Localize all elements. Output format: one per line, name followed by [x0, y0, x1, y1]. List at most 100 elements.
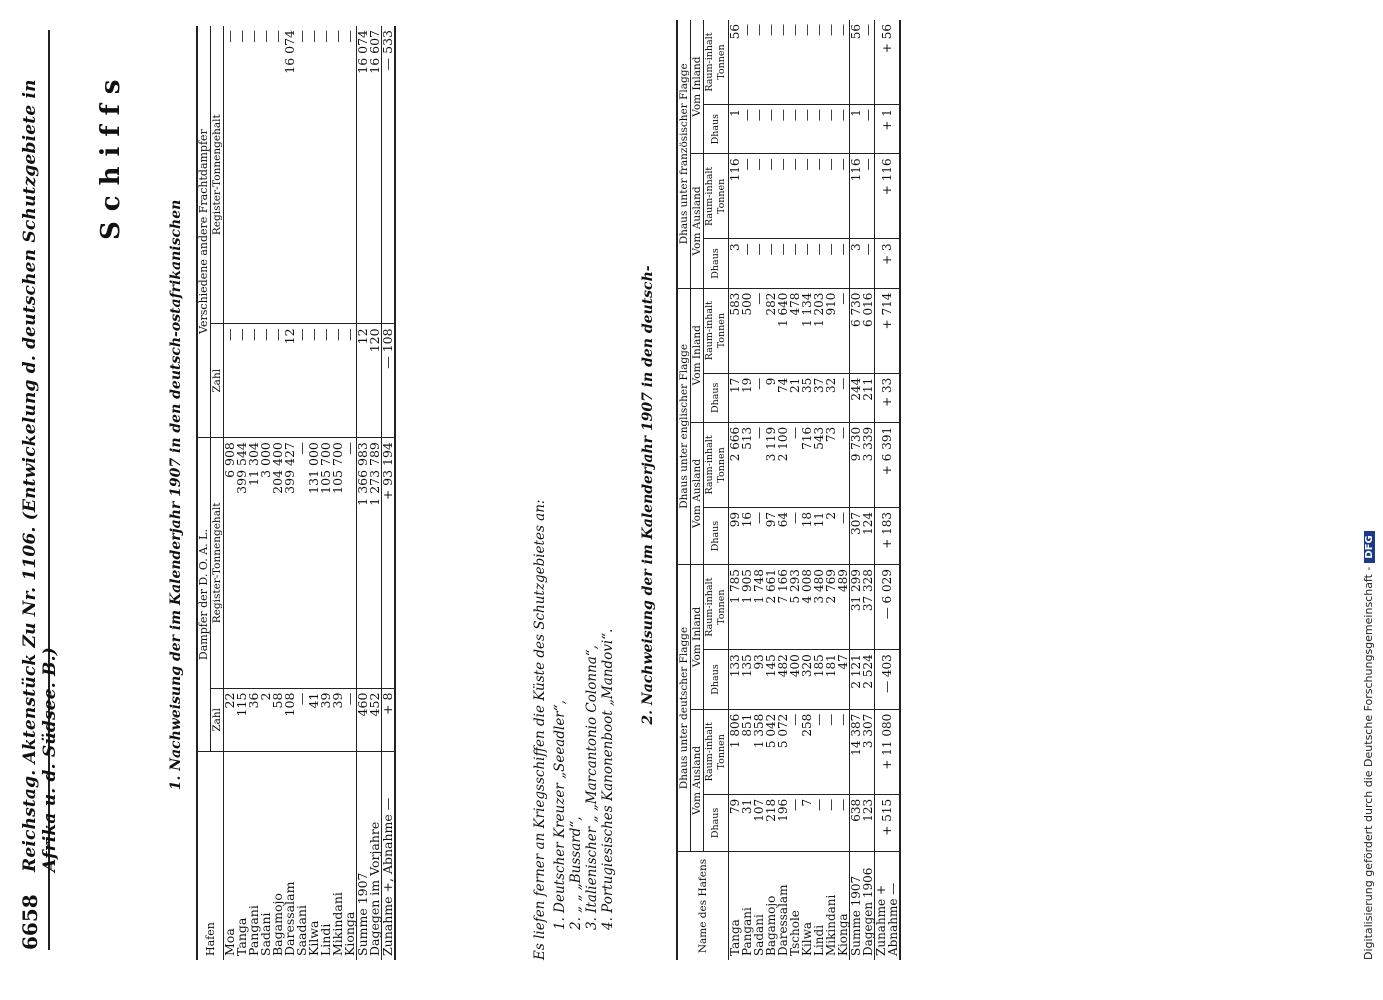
cell-value: + 714 [874, 288, 900, 374]
cell-value: + 116 [874, 153, 900, 239]
cell-value: — 403 [874, 649, 900, 710]
column-header-dhaus: Dhaus [703, 238, 729, 289]
column-header-dhaus: Dhaus [703, 794, 729, 852]
column-group-header: Dhaus unter englischer Flagge [677, 288, 691, 565]
column-header-raum-label: Raum-inhalt [704, 577, 715, 637]
column-group-header: Dhaus unter französischer Flagge [677, 20, 691, 289]
column-group-header: Verschiedene andere Frachtdampfer [197, 26, 211, 438]
column-header-dhaus: Dhaus [703, 373, 729, 423]
column-header: Zahl [210, 323, 224, 438]
cell-value: — [836, 373, 850, 423]
cell-value: 37 328 [861, 564, 875, 650]
cell-value: 47 [836, 649, 850, 710]
table-row: Zunahme +, Abnahme —+ 8+ 93 194— 108— 53… [380, 26, 395, 960]
column-header-unit: Tonnen [716, 734, 727, 770]
cell-value: — [836, 422, 850, 508]
cell-value: — [861, 24, 875, 36]
column-header-dhaus: Dhaus [703, 507, 729, 565]
cell-value: 16 074 [282, 30, 297, 74]
cell-value: — [294, 323, 309, 438]
cell-value: — [234, 323, 249, 438]
column-header-unit: Tonnen [716, 447, 727, 483]
cell-value: — [861, 153, 875, 239]
cell-value: — [306, 323, 321, 438]
cell-value: — [234, 30, 249, 43]
cell-value: 16 607 [367, 30, 382, 74]
cell-value: 3 307 [861, 709, 875, 795]
cell-value: — [836, 153, 850, 239]
cell-value: — [836, 238, 850, 289]
port-name: Zunahme +, Abnahme — [380, 751, 395, 960]
warship-note-item: 2. „ „ „Bussard“, [568, 816, 584, 930]
cell-value: 123 [861, 794, 875, 852]
column-subgroup-header: Vom Inland [690, 288, 704, 423]
cell-value: — [222, 30, 237, 43]
footer-text: Digitalisierung gefördert durch die Deut… [1362, 566, 1375, 960]
cell-value: — [836, 507, 850, 565]
column-header-raum-label: Raum-inhalt [704, 435, 715, 495]
warship-note-item: 1. Deutscher Kreuzer „Seeadler“, [552, 700, 568, 930]
cell-value: — [306, 30, 321, 43]
column-header-dhaus: Dhaus [703, 104, 729, 154]
column-group-header: Dampfer der D. O. A. L. [197, 437, 211, 752]
page-header: 6658 Reichstag. Aktenstück Zu Nr. 1106. … [14, 30, 60, 950]
column-subgroup-header: Vom Inland [690, 564, 704, 710]
cell-value: — 533 [380, 26, 395, 324]
cell-value: 105 700 [330, 437, 345, 689]
port-name: Dagegen 1906 [861, 851, 875, 960]
cell-value: — 108 [380, 323, 395, 438]
column-header-raum-label: Raum-inhalt [704, 722, 715, 782]
cell-value: 489 [836, 564, 850, 650]
cell-value: — [836, 24, 850, 36]
cell-value: — 6 029 [874, 564, 900, 650]
cell-value: + 33 [874, 373, 900, 423]
cell-value: + 515 [874, 794, 900, 852]
column-header-unit: Tonnen [716, 313, 727, 349]
warship-note-item: 4. Portugiesisches Kanonenboot „Mandovi“… [600, 628, 616, 930]
cell-value: — [318, 30, 333, 43]
cell-value: — [861, 238, 875, 289]
column-header-raum-label: Raum-inhalt [704, 301, 715, 361]
cell-value: — [258, 30, 273, 43]
cell-value: — [836, 288, 850, 374]
cell-value: + 183 [874, 507, 900, 565]
cell-value: + 11 080 [874, 709, 900, 795]
cell-value: 211 [861, 373, 875, 423]
cell-value: — [294, 30, 309, 43]
warship-note-intro: Es liefen ferner an Kriegsschiffen die K… [532, 499, 548, 960]
cell-value: 2 524 [861, 649, 875, 710]
page-title: Reichstag. Aktenstück Zu Nr. 1106. (Entw… [20, 79, 60, 872]
cell-value: — [836, 709, 850, 795]
cell-value: 124 [861, 507, 875, 565]
page-number: 6658 [18, 894, 42, 950]
cell-value: — [246, 30, 261, 43]
cell-value: 399 427 [282, 437, 297, 689]
column-header-dhaus: Dhaus [703, 649, 729, 710]
cell-value: — [836, 104, 850, 154]
port-name: Kionga [836, 851, 850, 960]
cell-value: — [330, 323, 345, 438]
column-header-unit: Tonnen [716, 589, 727, 625]
port-name: Zunahme + Abnahme — [874, 851, 900, 960]
document-heading: Schiffs [96, 69, 126, 240]
cell-value: — [318, 323, 333, 438]
cell-value: + 93 194 [380, 437, 395, 689]
column-header: Register-Tonnengehalt [210, 26, 224, 324]
